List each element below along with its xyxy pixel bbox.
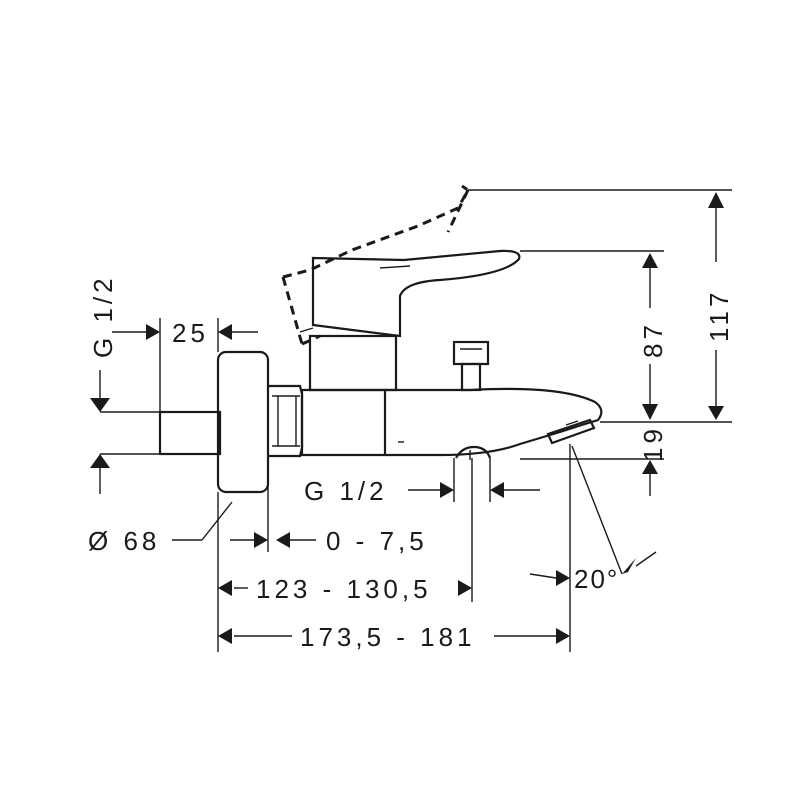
label-thread-left: G 1/2 (88, 274, 118, 358)
label-diameter: Ø 68 (88, 526, 160, 556)
label-angle: 20° (574, 564, 619, 594)
label-adjust: 0 - 7,5 (326, 526, 428, 556)
label-height-19: 19 (638, 425, 668, 462)
wall-connection-pipe (158, 410, 222, 456)
diverter-button (452, 340, 490, 366)
label-height-117: 117 (704, 289, 734, 342)
label-depth-25: 25 (172, 318, 209, 348)
lever-handle (311, 249, 521, 338)
spout (385, 387, 603, 457)
arrowheads (90, 192, 724, 644)
diverter-stem (460, 362, 482, 392)
lever-raised-outline (282, 184, 470, 279)
label-inlet-to-diverter: 123 - 130,5 (256, 574, 432, 604)
label-height-87: 87 (638, 321, 668, 358)
dimension-lines (99, 189, 732, 652)
valve-body (300, 388, 387, 457)
label-thread-bottom: G 1/2 (304, 476, 388, 506)
mixer-body (158, 184, 603, 494)
diverter-outlet (455, 445, 492, 459)
cartridge-housing (308, 334, 398, 392)
aerator (546, 418, 596, 445)
wall-flange (216, 350, 270, 494)
label-total-projection: 173,5 - 181 (300, 622, 476, 652)
